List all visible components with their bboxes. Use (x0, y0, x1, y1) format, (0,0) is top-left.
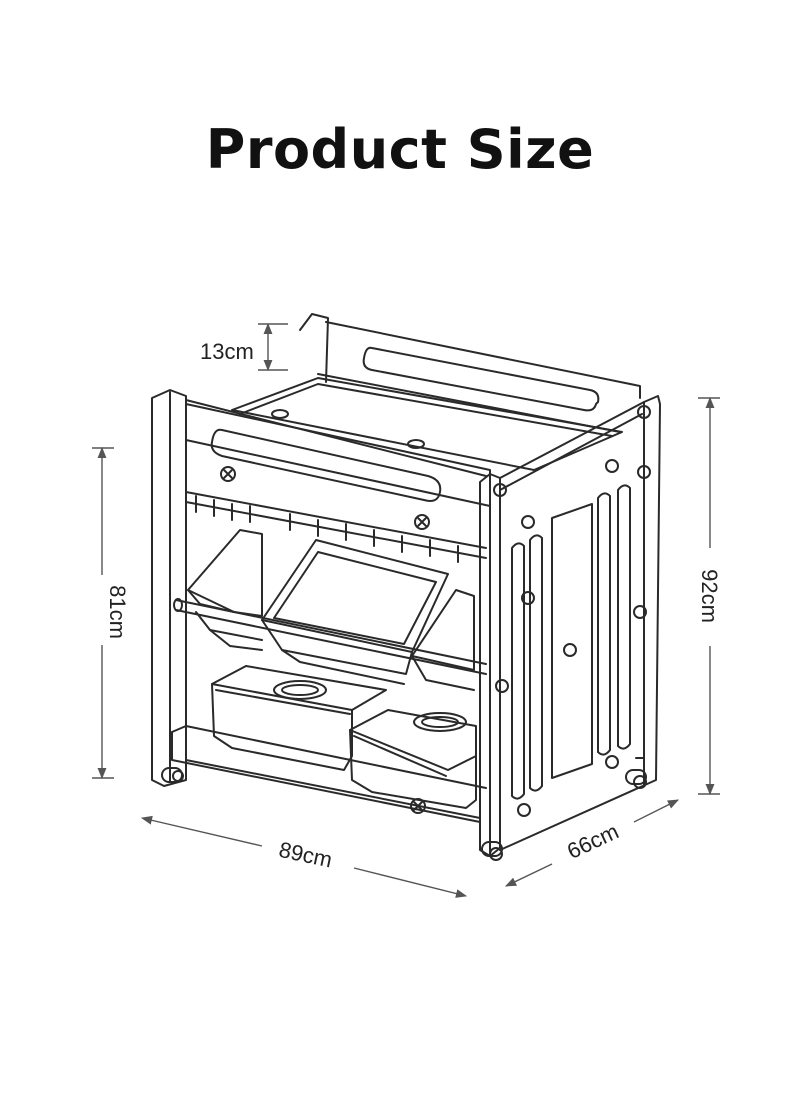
dim-label-13cm: 13cm (200, 339, 254, 364)
cabinet-drawing (151, 313, 661, 861)
dim-label-66cm: 66cm (563, 819, 622, 864)
dim-label-92cm: 92cm (697, 569, 722, 623)
dimension-lines (92, 322, 720, 898)
dim-label-81cm: 81cm (105, 585, 130, 639)
page-title: Product Size (205, 118, 595, 181)
dim-label-89cm: 89cm (277, 837, 335, 873)
